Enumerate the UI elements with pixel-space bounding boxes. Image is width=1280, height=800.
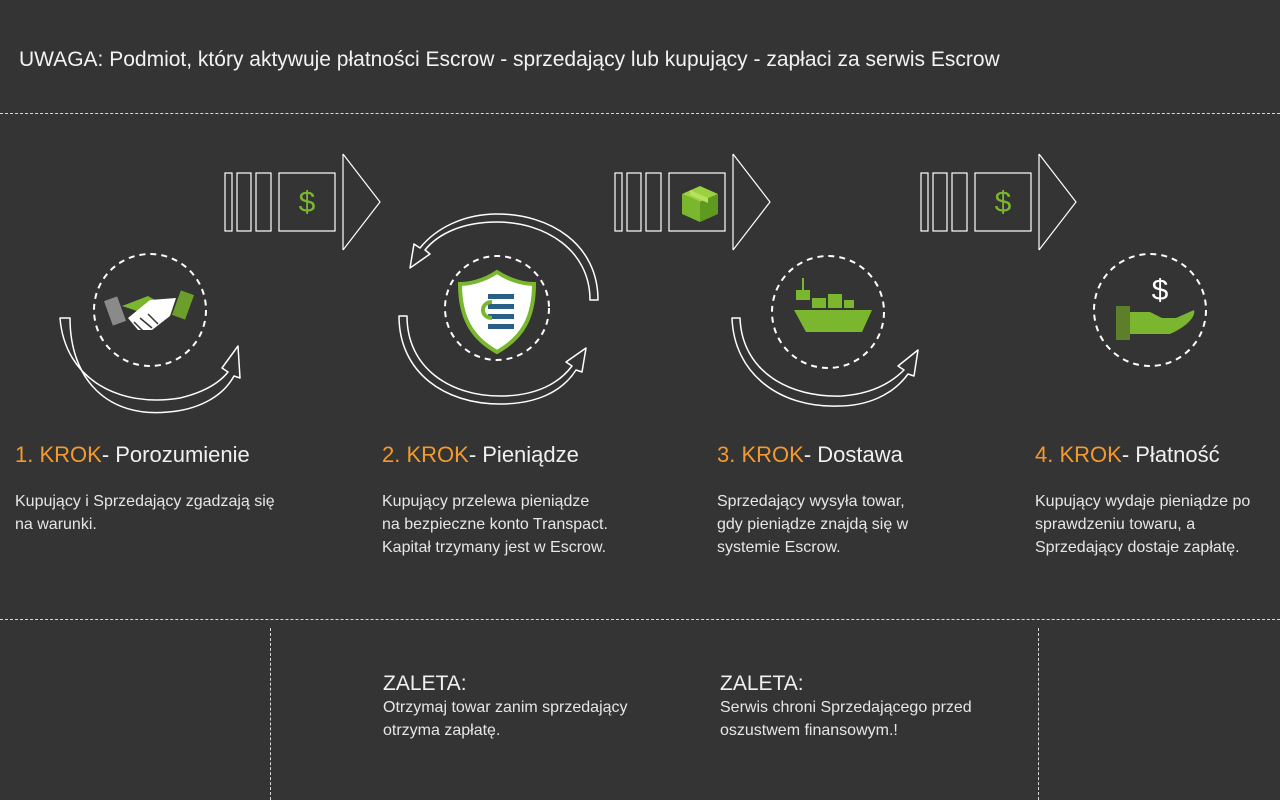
- step-3-title: 3. KROK- Dostawa: [717, 442, 903, 468]
- transfer-arrow-money-2: $: [920, 153, 1077, 251]
- step-2-label: - Pieniądze: [468, 442, 579, 467]
- advantage-1-text: Otrzymaj towar zanim sprzedający otrzyma…: [383, 699, 628, 739]
- notice-text: UWAGA: Podmiot, który aktywuje płatności…: [19, 48, 1000, 71]
- step-2-description: Kupujący przelewa pieniądze na bezpieczn…: [382, 493, 608, 556]
- step-1-number: 1. KROK: [15, 442, 102, 467]
- cargo-ship-icon: [794, 278, 872, 332]
- step-3-number: 3. KROK: [717, 442, 804, 467]
- hand-dollar-icon: $: [1116, 274, 1195, 340]
- vertical-divider-1: [270, 628, 271, 800]
- vertical-divider-2: [1038, 628, 1039, 800]
- step-4-graphic: $: [1093, 253, 1207, 367]
- step-4-number: 4. KROK: [1035, 442, 1122, 467]
- step-4-title: 4. KROK- Płatność: [1035, 442, 1220, 468]
- step-3-description: Sprzedający wysyła towar, gdy pieniądze …: [717, 493, 909, 556]
- shield-escrow-icon: [457, 269, 537, 355]
- dollar-icon: $: [995, 186, 1012, 219]
- step-4-label: - Płatność: [1121, 442, 1220, 467]
- step-2-number: 2. KROK: [382, 442, 469, 467]
- step-1-title: 1. KROK- Porozumienie: [15, 442, 250, 468]
- package-box-icon: [682, 186, 718, 222]
- advantage-2-title: ZALETA:: [720, 672, 804, 695]
- step-1-description: Kupujący i Sprzedający zgadzają się na w…: [15, 493, 275, 533]
- step-1-graphic: [59, 253, 241, 414]
- advantage-2-text: Serwis chroni Sprzedającego przed oszust…: [720, 699, 972, 739]
- step-3-label: - Dostawa: [803, 442, 903, 467]
- dollar-icon: $: [1152, 274, 1169, 307]
- step-3-graphic: [731, 255, 919, 407]
- step-4-description: Kupujący wydaje pieniądze po sprawdzeniu…: [1035, 493, 1251, 556]
- step-2-graphic: [398, 213, 599, 405]
- transfer-arrow-money-1: $: [224, 153, 381, 251]
- advantage-1-title: ZALETA:: [383, 672, 467, 695]
- transfer-arrow-goods: [614, 153, 771, 251]
- bottom-divider: [0, 619, 1280, 620]
- step-1-label: - Porozumienie: [101, 442, 250, 467]
- handshake-icon: [103, 290, 195, 333]
- dollar-icon: $: [299, 186, 316, 219]
- step-2-title: 2. KROK- Pieniądze: [382, 442, 579, 468]
- top-divider: [0, 113, 1280, 114]
